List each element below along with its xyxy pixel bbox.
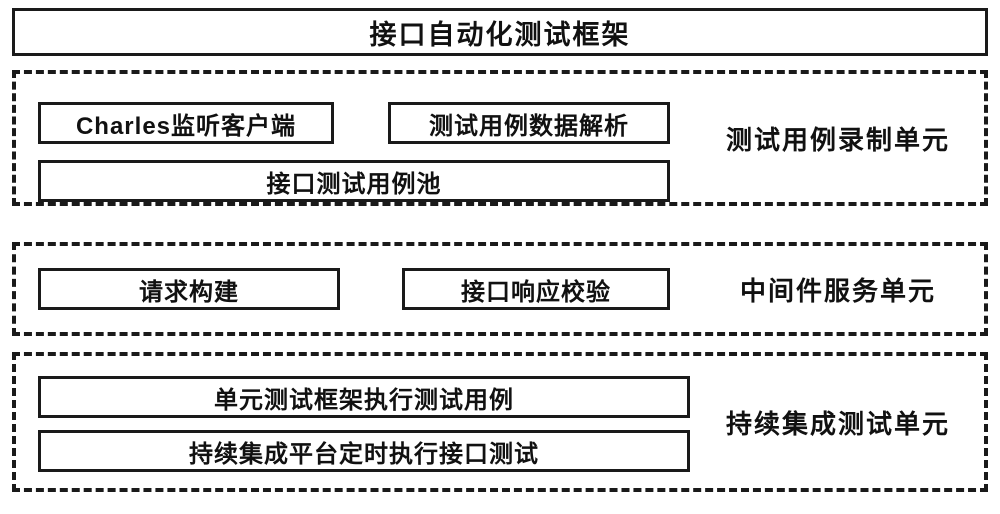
label-test-case-recording-unit: 测试用例录制单元 <box>725 124 950 155</box>
box-request-building: 请求构建 <box>38 268 340 310</box>
box-interface-response-verification: 接口响应校验 <box>402 268 670 310</box>
box-unit-test-framework-executes-cases: 单元测试框架执行测试用例 <box>38 376 690 418</box>
unit-test-case-recording: Charles监听客户端 测试用例数据解析 接口测试用例池 测试用例录制单元 <box>12 70 988 206</box>
unit-middleware-service: 请求构建 接口响应校验 中间件服务单元 <box>12 242 988 336</box>
box-charles-listen-client: Charles监听客户端 <box>38 102 334 144</box>
label-continuous-integration-test-unit: 持续集成测试单元 <box>725 408 950 439</box>
label-middleware-service-unit: 中间件服务单元 <box>739 275 936 306</box>
unit-continuous-integration-test: 单元测试框架执行测试用例 持续集成平台定时执行接口测试 持续集成测试单元 <box>12 352 988 492</box>
box-test-case-data-parsing: 测试用例数据解析 <box>388 102 670 144</box>
framework-title-box: 接口自动化测试框架 <box>12 8 988 56</box>
box-ci-platform-scheduled-interface-tests: 持续集成平台定时执行接口测试 <box>38 430 690 472</box>
box-interface-test-case-pool: 接口测试用例池 <box>38 160 670 202</box>
